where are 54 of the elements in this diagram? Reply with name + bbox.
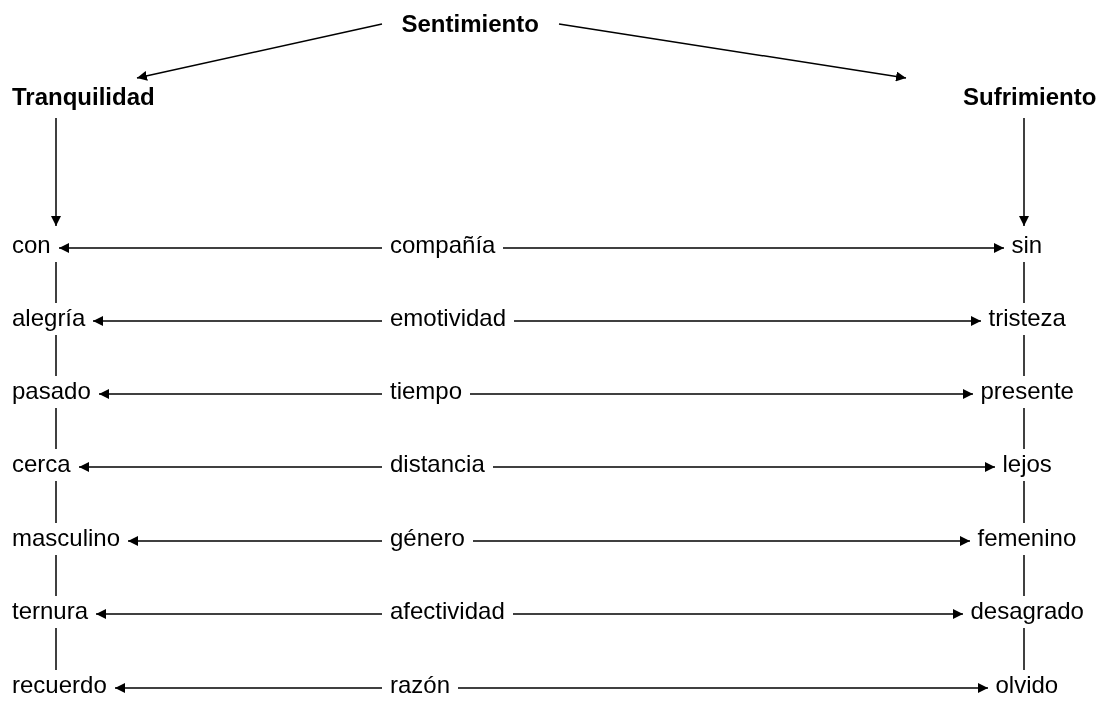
connector-line — [55, 334, 57, 377]
heading-text: Tranquilidad — [12, 84, 155, 111]
term-text: cerca — [12, 451, 71, 478]
term-text: lejos — [1002, 451, 1052, 478]
connector-line — [55, 261, 57, 304]
arrow — [492, 462, 996, 472]
connector-line — [1023, 554, 1025, 597]
term-text: tristeza — [988, 305, 1066, 332]
arrow — [51, 117, 61, 227]
term-text: femenino — [977, 525, 1077, 552]
arrow — [58, 243, 383, 253]
arrow — [136, 23, 383, 81]
term-text: masculino — [12, 525, 121, 552]
term-text: alegría — [12, 305, 86, 332]
term-text: olvido — [995, 672, 1059, 699]
connector-line — [55, 480, 57, 524]
arrow — [512, 609, 964, 619]
heading-text: Sentimiento — [401, 11, 539, 38]
term-text: distancia — [390, 451, 485, 478]
term-text: desagrado — [970, 598, 1084, 625]
arrow — [457, 683, 989, 693]
arrow — [513, 316, 982, 326]
arrow — [127, 536, 383, 546]
term-text: con — [12, 232, 51, 259]
connector-line — [55, 627, 57, 671]
arrow — [114, 683, 383, 693]
arrow — [502, 243, 1005, 253]
arrow — [95, 609, 383, 619]
arrow — [469, 389, 974, 399]
heading-text: Sufrimiento — [963, 84, 1097, 111]
term-text: razón — [390, 672, 451, 699]
connector-line — [1023, 334, 1025, 377]
arrow — [78, 462, 383, 472]
connector-line — [1023, 261, 1025, 304]
term-text: ternura — [12, 598, 89, 625]
term-text: compañía — [390, 232, 496, 259]
connector-line — [55, 554, 57, 597]
term-text: afectividad — [390, 598, 505, 625]
arrow — [92, 316, 383, 326]
connector-line — [1023, 480, 1025, 524]
term-text: pasado — [12, 378, 91, 405]
term-text: tiempo — [390, 378, 463, 405]
term-text: sin — [1011, 232, 1043, 259]
arrow — [1019, 117, 1029, 227]
connector-line — [55, 407, 57, 450]
term-text: presente — [980, 378, 1074, 405]
term-text: emotividad — [390, 305, 507, 332]
connector-line — [1023, 627, 1025, 671]
arrow — [98, 389, 383, 399]
arrow — [472, 536, 971, 546]
arrow — [558, 23, 907, 82]
term-text: género — [390, 525, 465, 552]
term-text: recuerdo — [12, 672, 107, 699]
connector-line — [1023, 407, 1025, 450]
